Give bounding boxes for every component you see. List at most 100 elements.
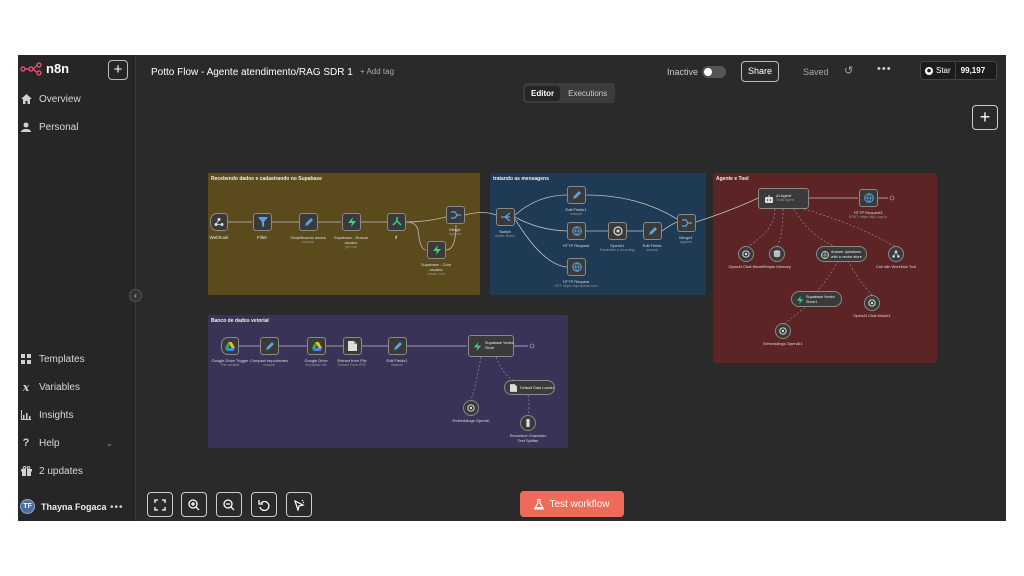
undo-button[interactable] xyxy=(251,492,277,517)
node-extract-from-file[interactable] xyxy=(343,337,362,355)
user-profile[interactable]: TF Thayna Fogaca xyxy=(20,499,107,514)
tab-executions[interactable]: Executions xyxy=(568,88,608,98)
node-google-drive[interactable] xyxy=(307,337,326,355)
sidebar-item-personal[interactable]: Personal xyxy=(20,121,78,133)
tidy-icon xyxy=(293,499,305,511)
node-openai[interactable] xyxy=(608,222,627,240)
node-supabase-buscar[interactable] xyxy=(342,213,361,231)
sidebar-item-insights[interactable]: Insights xyxy=(20,409,73,421)
node-edit-fields1-banco[interactable] xyxy=(388,337,407,355)
node-merge[interactable] xyxy=(446,206,465,224)
saved-status: Saved xyxy=(803,67,829,77)
test-workflow-label: Test workflow xyxy=(549,498,610,510)
node-supabase-criar[interactable] xyxy=(427,241,446,259)
node-sublabel: append xyxy=(680,240,692,244)
tab-editor[interactable]: Editor xyxy=(525,85,561,101)
node-label: Embeddings OpenAI xyxy=(452,418,490,423)
node-if[interactable] xyxy=(387,213,406,231)
openai-icon xyxy=(779,327,787,335)
node-supabase-vector-store[interactable]: Supabase Vector Store xyxy=(468,335,514,357)
node-simplificando[interactable] xyxy=(299,213,318,231)
fit-view-button[interactable] xyxy=(147,492,173,517)
github-star-button[interactable]: Star 99,197 xyxy=(920,61,997,80)
node-label-text: Edit Fields xyxy=(642,243,662,248)
node-label: Filter xyxy=(257,235,267,240)
active-toggle[interactable] xyxy=(702,66,726,78)
node-edit-fields[interactable] xyxy=(643,222,662,240)
add-tag-link[interactable]: + Add tag xyxy=(360,67,395,76)
globe-icon xyxy=(571,226,582,236)
sidebar-item-variables[interactable]: x Variables xyxy=(20,381,80,394)
zoom-out-button[interactable] xyxy=(216,492,242,517)
google-drive-icon xyxy=(225,341,235,351)
more-options-icon[interactable]: ••• xyxy=(110,502,124,513)
node-sublabel: Tools Agent xyxy=(776,198,795,202)
sidebar-item-templates[interactable]: Templates xyxy=(20,353,85,365)
node-simple-memory[interactable] xyxy=(769,246,785,262)
chevron-down-icon[interactable]: ⌄ xyxy=(106,439,113,448)
add-node-button[interactable]: + xyxy=(972,105,998,130)
supabase-icon xyxy=(473,342,482,351)
node-label-text: Google Drive xyxy=(304,358,328,363)
tidy-up-button[interactable] xyxy=(286,492,312,517)
sticky-note-recebendo[interactable]: Recebendo dados e cadastrando no Supabas… xyxy=(208,173,480,295)
node-default-data-loader[interactable]: Default Data Loader xyxy=(504,380,555,395)
node-sublabel: Extract From PDF xyxy=(337,363,366,367)
switch-icon xyxy=(500,212,510,222)
supabase-icon xyxy=(347,217,356,227)
sidebar-item-overview[interactable]: Overview xyxy=(20,93,81,105)
node-embeddings-openai[interactable] xyxy=(463,400,479,416)
node-label: Call n8n Workflow Tool xyxy=(875,264,917,269)
gift-icon xyxy=(20,465,32,477)
node-merge1[interactable] xyxy=(677,214,696,232)
vector-store-icon xyxy=(821,251,829,259)
node-text-splitter[interactable] xyxy=(520,415,536,431)
node-answer-questions[interactable]: Answer questions with a vector store xyxy=(816,246,867,262)
node-embeddings-openai1[interactable] xyxy=(775,323,791,339)
node-label-text: Supabase - Criar usuário xyxy=(420,262,452,272)
node-sublabel: mode: Rules xyxy=(495,234,515,238)
node-supabase-vector-store1[interactable]: Supabase Vector Store1 xyxy=(791,291,842,307)
node-label: Recursive Character Text Splitter xyxy=(509,433,547,443)
workflow-title[interactable]: Potto Flow - Agente atendimento/RAG SDR … xyxy=(151,67,353,78)
node-http-request[interactable] xyxy=(567,222,586,240)
node-webhook[interactable] xyxy=(210,213,228,231)
node-label-text: Supabase - Buscar usuário xyxy=(333,235,369,245)
node-sublabel: File created xyxy=(220,363,240,367)
sidebar-item-help[interactable]: ? Help xyxy=(20,437,60,449)
collapse-sidebar-button[interactable]: ‹ xyxy=(129,289,142,302)
node-compact-importantes[interactable] xyxy=(260,337,279,355)
node-label-text: AI Agent xyxy=(776,193,792,198)
node-switch[interactable] xyxy=(496,208,515,226)
create-button[interactable]: + xyxy=(108,60,128,80)
n8n-app: n8n + Overview Personal Templates x Vari… xyxy=(18,55,1006,521)
merge-icon xyxy=(450,211,461,219)
openai-icon xyxy=(612,226,623,236)
zoom-out-icon xyxy=(223,498,235,510)
node-edit-fields1[interactable] xyxy=(567,186,586,204)
node-label-text: HTTP Request3 xyxy=(853,210,883,215)
sidebar-item-updates[interactable]: 2 updates xyxy=(20,465,83,477)
node-filter[interactable] xyxy=(253,213,272,231)
node-http-request-2[interactable] xyxy=(567,258,586,276)
more-icon[interactable]: ••• xyxy=(877,63,892,75)
zoom-in-button[interactable] xyxy=(181,492,207,517)
logo[interactable]: n8n xyxy=(20,61,69,76)
splitter-icon xyxy=(526,419,530,427)
node-call-workflow-tool[interactable] xyxy=(888,246,904,262)
share-button[interactable]: Share xyxy=(741,61,779,82)
node-openai-chat-model[interactable] xyxy=(738,246,754,262)
history-icon[interactable]: ↺ xyxy=(844,65,854,77)
node-http-request3[interactable] xyxy=(859,189,878,207)
openai-icon xyxy=(467,404,475,412)
node-google-drive-trigger[interactable] xyxy=(221,337,239,355)
test-workflow-button[interactable]: Test workflow xyxy=(520,491,624,517)
node-openai-chat-model1[interactable] xyxy=(864,295,880,311)
node-sublabel: manual xyxy=(646,248,658,252)
node-label: Simple Memory xyxy=(763,264,791,269)
